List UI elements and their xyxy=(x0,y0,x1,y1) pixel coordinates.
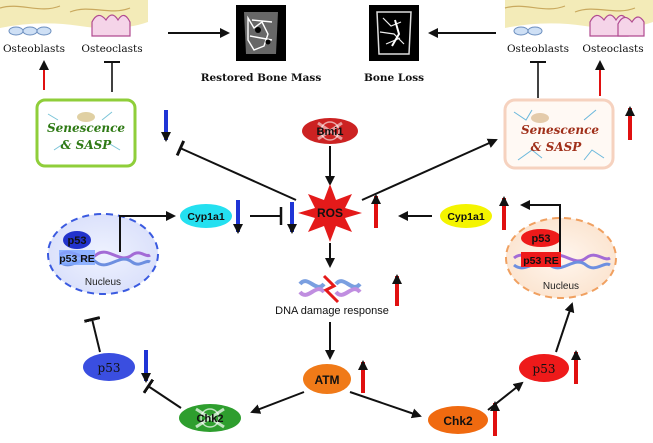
osteoblasts-label-right: Osteoblasts xyxy=(507,43,569,55)
chk2-label-left: Chk2 xyxy=(197,413,224,425)
osteoclasts-label-right: Osteoclasts xyxy=(582,43,643,55)
p53-label-nucleus-left: p53 xyxy=(68,235,87,247)
chk2-node-left: Chk2 xyxy=(179,404,241,432)
chk2-inhibits-p53 xyxy=(142,378,182,409)
dna-damage-icon xyxy=(298,274,362,304)
atm-node xyxy=(303,364,351,394)
nucleus-right: p53 p53 RE Nucleus xyxy=(505,217,617,299)
atm-label: ATM xyxy=(314,373,339,387)
cyp1a1-node-left xyxy=(180,204,232,228)
p53-label-nucleus-right: p53 xyxy=(532,233,551,245)
osteoblasts-label-left: Osteoblasts xyxy=(3,43,65,55)
p53-re-label-right: p53 RE xyxy=(523,255,559,267)
p53-re-box-left xyxy=(59,250,95,265)
p53-node-right xyxy=(519,354,569,382)
osteoblast-cell-icon xyxy=(527,26,543,36)
bone-loss-caption: Bone Loss xyxy=(364,72,424,84)
cyp1a1-node-right xyxy=(440,204,492,228)
bmi1-label: Bmi1 xyxy=(317,126,344,138)
p53-inhibited-path xyxy=(83,316,101,353)
osteoclast-cell-icon xyxy=(91,14,131,37)
ros-inhibits-senescence-left xyxy=(175,140,297,201)
nucleus-label-left: Nucleus xyxy=(85,277,121,288)
osteoclasts-label-left: Osteoclasts xyxy=(81,43,142,55)
bmi1-node: Bmi1 xyxy=(302,118,358,144)
arrow-nucleus-to-cyp1a1-right xyxy=(520,200,561,252)
cyp1a1-label-left: Cyp1a1 xyxy=(187,211,225,223)
senescence-label-right: Senescence xyxy=(521,123,599,137)
p53-label-right: p53 xyxy=(533,362,556,376)
arrow-chk2-to-p53 xyxy=(487,381,524,411)
p53-bound-left xyxy=(63,231,91,249)
arrow-atm-to-chk2-right xyxy=(349,391,422,419)
osteoblast-cell-icon xyxy=(36,26,52,36)
p53-label-left: p53 xyxy=(98,361,121,375)
senescence-box-left: Senescence & SASP xyxy=(35,98,137,168)
ros-label: ROS xyxy=(317,206,343,220)
bone-image-loss xyxy=(369,5,419,61)
p53-re-box-right xyxy=(521,252,561,267)
p53-node-left xyxy=(83,353,135,381)
bone-tissue-strip-right xyxy=(504,0,653,40)
chk2-label-right: Chk2 xyxy=(443,414,473,428)
cyp1a1-label-right: Cyp1a1 xyxy=(447,211,485,223)
osteoclast-cell-icon xyxy=(617,16,645,37)
nucleus-left: p53 p53 RE Nucleus xyxy=(47,213,159,295)
arrow-ros-to-senescence-right xyxy=(361,138,498,201)
nucleus-label-right: Nucleus xyxy=(543,281,579,292)
sasp-label-left: & SASP xyxy=(61,138,113,152)
restored-bone-mass-caption: Restored Bone Mass xyxy=(201,72,322,84)
p53-re-label-left: p53 RE xyxy=(59,253,95,265)
senescence-box-right: Senescence & SASP xyxy=(503,98,615,170)
ros-node: ROS xyxy=(298,184,362,242)
dna-damage-response-label: DNA damage response xyxy=(275,305,389,317)
arrow-p53-to-nucleus xyxy=(555,302,575,353)
osteoblast-cell-icon xyxy=(8,26,24,36)
bone-image-restored xyxy=(236,5,286,61)
arrow-atm-to-chk2-left xyxy=(250,391,305,414)
osteoblast-cell-icon xyxy=(513,26,529,36)
arrow-nucleus-to-cyp1a1 xyxy=(119,211,176,252)
p53-bound-right xyxy=(521,229,561,247)
sasp-label-right: & SASP xyxy=(531,140,583,154)
senescence-label-left: Senescence xyxy=(47,121,125,135)
chk2-node-right xyxy=(428,406,488,434)
osteoblast-cell-icon xyxy=(22,26,38,36)
bone-tissue-strip-left xyxy=(0,0,148,40)
